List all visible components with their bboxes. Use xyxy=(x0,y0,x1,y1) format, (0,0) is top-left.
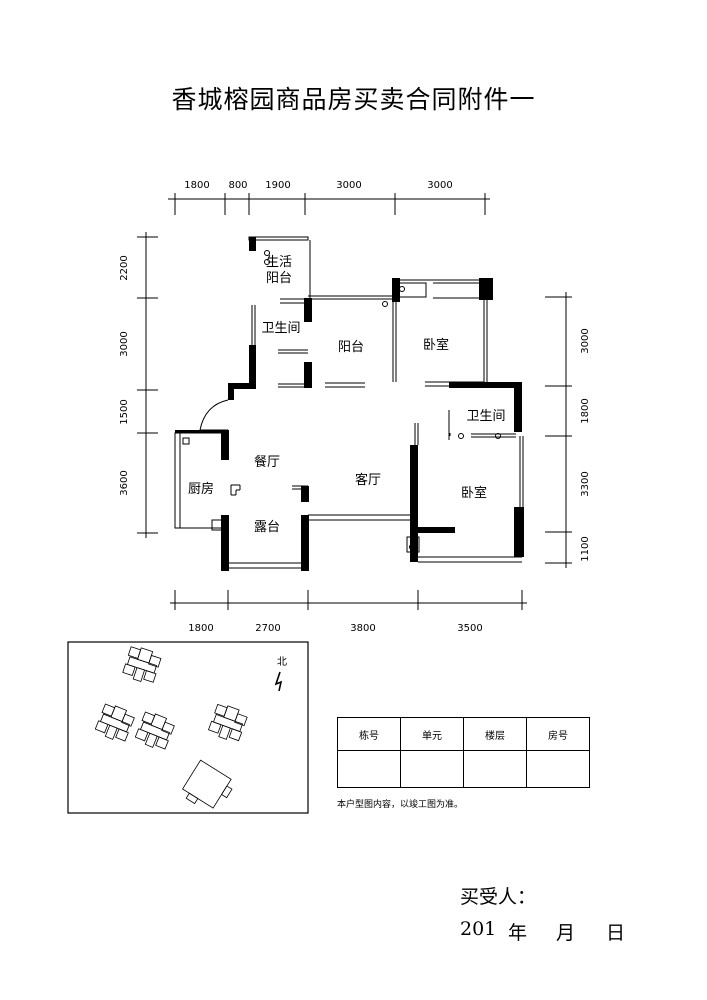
date-year-unit: 年 xyxy=(508,922,528,944)
room-bathroom-left: 卫生间 xyxy=(261,321,300,336)
page-title: 香城榕园商品房买卖合同附件一 xyxy=(171,85,536,114)
north-label: 北 xyxy=(277,656,287,668)
top-dim-2: 800 xyxy=(228,180,247,191)
left-dimension-line xyxy=(137,232,158,538)
room-bedroom-top: 卧室 xyxy=(423,337,449,353)
table-header-row: 栋号 单元 楼层 房号 xyxy=(337,717,590,751)
unit-info-table: 栋号 单元 楼层 房号 xyxy=(337,717,590,788)
top-dim-4: 3000 xyxy=(336,180,361,191)
room-dining: 餐厅 xyxy=(254,454,280,470)
date-year: 201 xyxy=(460,918,497,940)
top-dim-1: 1800 xyxy=(184,180,209,191)
north-arrow-icon xyxy=(274,671,283,692)
room-bedroom-bottom: 卧室 xyxy=(461,485,487,501)
cell-building xyxy=(337,750,401,788)
bottom-dim-3: 3800 xyxy=(350,623,375,634)
building-footprints xyxy=(94,646,248,809)
site-map: 北 xyxy=(67,641,309,814)
header-floor: 楼层 xyxy=(463,717,527,751)
right-dimension-line xyxy=(545,292,572,568)
cell-room xyxy=(526,750,590,788)
date-month-unit: 月 xyxy=(556,922,576,944)
right-dim-1: 3000 xyxy=(580,328,591,353)
thick-walls xyxy=(175,237,524,571)
disclaimer-note: 本户型图内容，以竣工图为准。 xyxy=(337,800,464,810)
top-dimension-line xyxy=(168,193,490,215)
cell-unit xyxy=(400,750,464,788)
room-living: 客厅 xyxy=(355,472,381,488)
room-living-balcony-line1: 生活 xyxy=(266,255,292,270)
room-living-balcony-line2: 阳台 xyxy=(266,271,292,286)
door-arc xyxy=(199,399,229,431)
bottom-dim-4: 3500 xyxy=(457,623,482,634)
top-dim-3: 1900 xyxy=(265,180,290,191)
header-unit: 单元 xyxy=(400,717,464,751)
bottom-dim-2: 2700 xyxy=(255,623,280,634)
left-dim-4: 3600 xyxy=(119,470,130,495)
top-dim-5: 3000 xyxy=(427,180,452,191)
header-building: 栋号 xyxy=(337,717,401,751)
room-bathroom-right: 卫生间 xyxy=(466,409,505,424)
fixtures xyxy=(182,250,501,553)
room-terrace: 露台 xyxy=(254,520,280,535)
bottom-dim-1: 1800 xyxy=(188,623,213,634)
buyer-signature-label: 买受人： xyxy=(460,886,537,908)
cell-floor xyxy=(463,750,527,788)
left-dim-2: 3000 xyxy=(119,331,130,356)
room-kitchen: 厨房 xyxy=(188,481,214,497)
right-dim-4: 1100 xyxy=(580,536,591,561)
header-room: 房号 xyxy=(526,717,590,751)
date-day-unit: 日 xyxy=(606,922,626,944)
bottom-dimension-line xyxy=(170,590,527,610)
left-dim-1: 2200 xyxy=(119,255,130,280)
room-balcony: 阳台 xyxy=(338,340,364,355)
table-row xyxy=(337,750,590,788)
right-dim-3: 3300 xyxy=(580,471,591,496)
right-dim-2: 1800 xyxy=(580,398,591,423)
left-dim-3: 1500 xyxy=(119,399,130,424)
